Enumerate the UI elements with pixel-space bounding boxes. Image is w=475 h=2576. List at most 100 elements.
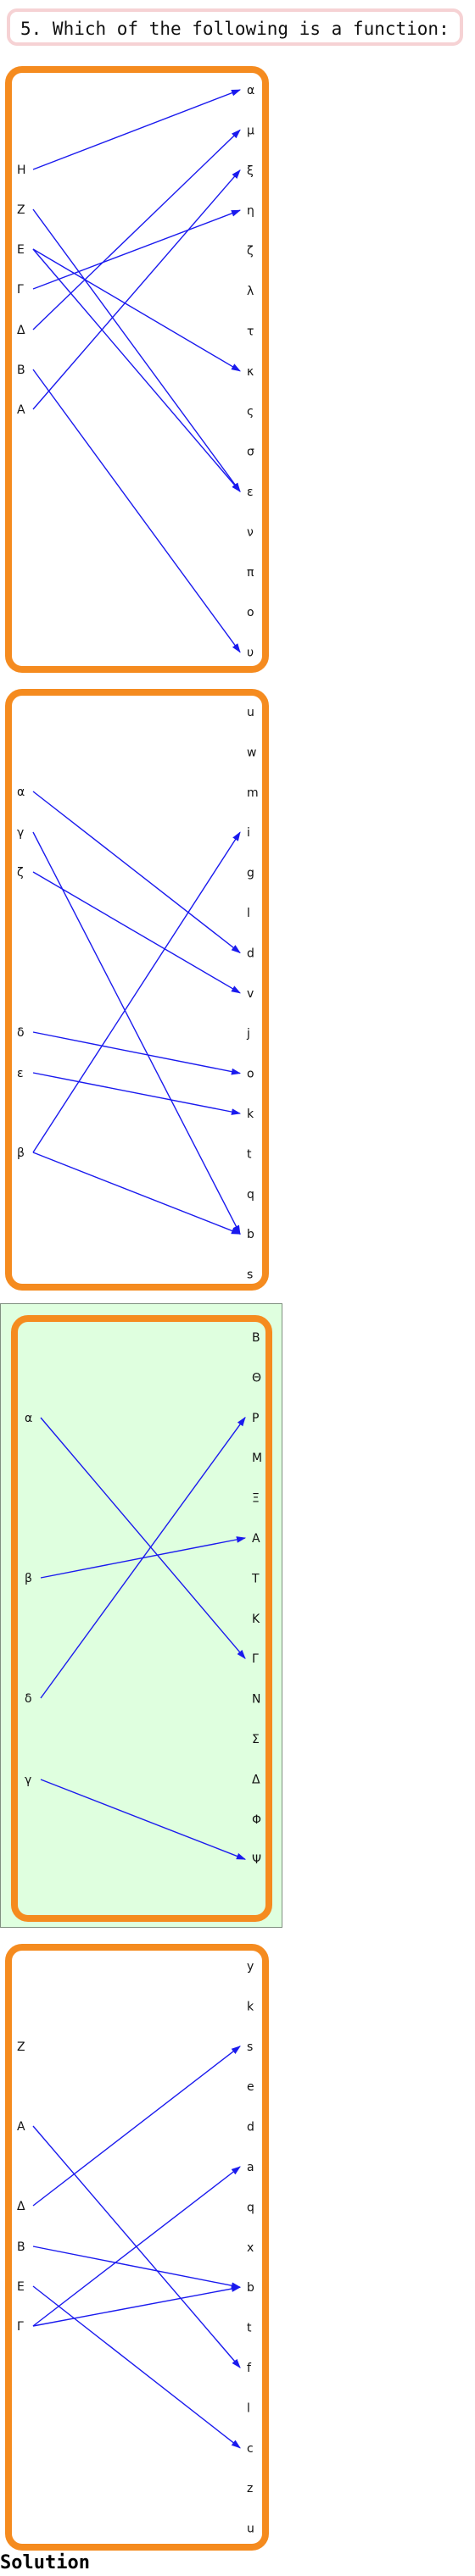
domain-label: Α [17,2120,25,2134]
domain-label: Α [17,403,25,417]
codomain-label: Α [252,1532,260,1546]
codomain-label: i [247,826,250,840]
mapping-arrow [40,1779,247,1860]
mapping-arrow [32,1152,242,1235]
codomain-label: λ [247,285,254,298]
domain-label: Β [17,364,25,377]
mapping-arrow [32,2046,241,2207]
codomain-label: l [247,907,250,920]
codomain-label: Μ [252,1452,262,1465]
codomain-label: q [247,2201,254,2214]
selected-answer-highlight [0,1303,282,1928]
codomain-label: d [247,2121,254,2135]
codomain-label: ζ [247,245,254,258]
codomain-label: u [247,706,254,719]
domain-label: Ζ [17,2040,25,2054]
codomain-label: ε [247,486,254,499]
mapping-arrow [32,248,241,492]
codomain-label: t [247,2322,252,2335]
codomain-label: t [247,1147,252,1161]
codomain-label: Ρ [252,1412,259,1425]
domain-label: Ε [17,2280,25,2294]
mapping-arrow [32,831,241,1235]
mapping-arrow [32,209,242,290]
domain-label: Β [17,2240,25,2254]
codomain-label: d [247,947,254,960]
codomain-label: v [247,987,254,1001]
mapping-arrow [40,1416,246,1699]
codomain-label: u [247,2523,254,2536]
domain-label: Ε [17,243,25,257]
mapping-arrow [32,871,241,994]
codomain-label: Δ [252,1773,260,1786]
codomain-label: ξ [247,164,254,178]
mapping-arrow [32,791,241,954]
domain-label: δ [17,1026,25,1040]
option-frame [5,689,269,1291]
option-frame [11,1315,272,1922]
codomain-label: Τ [251,1572,260,1585]
codomain-label: k [247,1108,254,1121]
codomain-label: ς [247,405,254,419]
domain-label: Γ [17,283,24,297]
codomain-label: k [247,2000,254,2013]
codomain-label: Β [252,1331,260,1345]
mapping-arrow [32,2285,241,2449]
codomain-label: c [247,2442,254,2456]
solution-heading: Solution [0,2552,90,2573]
mapping-arrow [32,369,241,653]
mapping-arrow [32,2285,242,2327]
domain-label: Δ [17,324,25,337]
codomain-label: m [247,786,259,800]
domain-label: β [17,1146,25,1160]
codomain-label: j [246,1027,250,1041]
codomain-label: e [247,2080,254,2094]
codomain-label: Φ [252,1813,261,1827]
codomain-label: π [247,566,254,580]
mapping-arrow [32,208,241,492]
domain-label: γ [25,1774,31,1787]
codomain-label: g [247,867,254,880]
mapping-arrow [32,831,241,1153]
codomain-label: f [247,2362,252,2375]
domain-label: Δ [17,2200,25,2213]
mapping-arrow [32,2246,242,2290]
domain-label: β [25,1572,32,1585]
codomain-label: y [247,1960,254,1974]
mapping-arrow [32,248,241,372]
question-title: 5. Which of the following is a function: [7,8,463,46]
codomain-label: s [247,2040,253,2054]
codomain-label: w [247,746,256,759]
codomain-label: Ν [252,1693,260,1707]
domain-label: ε [17,1067,24,1080]
domain-label: ζ [17,866,24,880]
codomain-label: Γ [252,1652,259,1666]
option-frame [5,1944,269,2551]
codomain-label: Κ [252,1613,260,1626]
codomain-label: b [247,2281,254,2295]
codomain-label: Ξ [252,1492,260,1506]
mapping-arrow [32,1031,242,1075]
mapping-arrow [32,89,242,170]
codomain-label: s [247,1269,253,1282]
codomain-label: μ [247,124,254,137]
codomain-label: η [247,204,254,218]
codomain-label: Σ [252,1733,260,1746]
domain-label: δ [25,1692,32,1706]
codomain-label: ο [247,606,254,619]
domain-label: Γ [17,2320,24,2334]
mapping-arrow [32,2166,241,2327]
codomain-label: a [247,2161,254,2174]
codomain-label: b [247,1228,254,1241]
codomain-label: υ [247,647,254,660]
domain-label: Η [17,164,26,177]
mapping-arrow [40,1417,246,1660]
codomain-label: τ [247,325,254,338]
domain-label: α [17,786,25,799]
codomain-label: x [247,2241,254,2255]
